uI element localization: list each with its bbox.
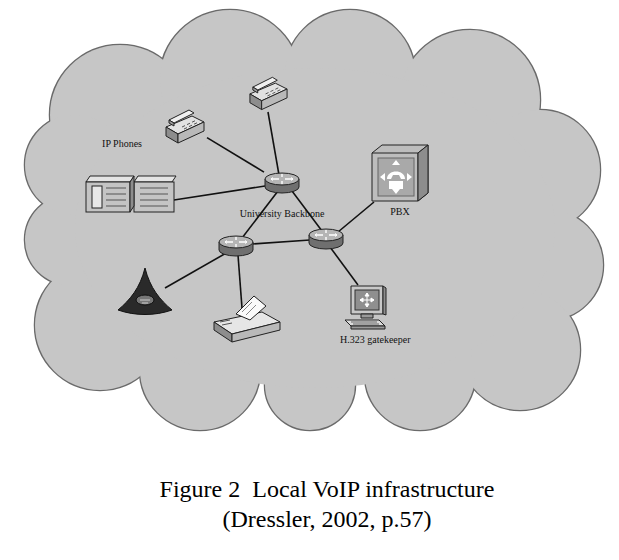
drawn-path <box>140 300 150 303</box>
drawn-path <box>220 320 232 325</box>
drawn-path <box>236 296 266 320</box>
router <box>309 229 343 249</box>
drawn-line <box>252 240 310 244</box>
drawn-path <box>345 320 385 326</box>
drawn-path <box>140 188 168 206</box>
drawn-rect <box>92 186 102 208</box>
drawn-path <box>351 286 383 314</box>
drawn-line <box>174 186 265 200</box>
ip-phone-double <box>86 176 176 212</box>
drawn-line <box>330 247 358 285</box>
drawn-path <box>387 172 405 180</box>
drawn-line <box>238 255 242 308</box>
drawn-rect <box>355 290 379 310</box>
device-label: PBX <box>390 206 409 218</box>
drawn-svg <box>343 284 387 331</box>
figure-caption: Figure 2 Local VoIP infrastructure (Dres… <box>127 474 527 534</box>
backbone-router: University Backbone <box>264 172 300 194</box>
drawn-line <box>268 112 279 175</box>
device-label: University Backbone <box>240 208 325 220</box>
drawn-path <box>118 268 172 315</box>
drawn-path <box>86 176 134 182</box>
ip-phone <box>250 77 287 109</box>
drawn-rect <box>134 182 174 212</box>
drawn-path <box>106 188 126 206</box>
drawn-path <box>351 326 385 329</box>
drawn-rect <box>86 182 130 212</box>
drawn-path <box>134 176 176 182</box>
drawn-ellipse <box>136 295 154 305</box>
router <box>219 236 253 256</box>
drawn-ellipse <box>75 68 555 388</box>
device-label: H.323 gatekeeper <box>340 334 411 346</box>
device-label: IP Phones <box>102 138 142 150</box>
fax-machine <box>214 296 280 342</box>
drawn-path <box>372 145 428 201</box>
drawn-line <box>338 202 374 232</box>
drawn-path <box>242 302 256 315</box>
drawn-path <box>232 322 280 342</box>
drawn-use <box>166 110 204 143</box>
drawn-svg <box>162 103 207 145</box>
drawn-path <box>383 286 386 315</box>
drawn-path <box>361 314 373 318</box>
drawn-svg <box>370 143 430 203</box>
drawn-path <box>360 293 374 307</box>
cloud-fill <box>25 10 603 430</box>
drawn-path <box>418 145 428 201</box>
network-link <box>207 138 264 172</box>
network-wires <box>165 112 374 308</box>
drawn-path <box>380 160 412 194</box>
conference-phone <box>118 268 172 315</box>
ip-phone: IP Phones <box>162 103 207 145</box>
drawn-use <box>265 173 299 193</box>
pbx-unit: PBX <box>370 143 430 203</box>
drawn-line <box>165 252 228 288</box>
drawn-path <box>351 322 379 324</box>
drawn-svg <box>264 172 300 194</box>
drawn-path <box>389 181 403 189</box>
cloud-outline <box>25 10 603 430</box>
drawn-path <box>372 145 428 201</box>
drawn-rect <box>378 158 414 196</box>
drawn-path <box>130 176 134 212</box>
gatekeeper-computer: H.323 gatekeeper <box>343 284 387 331</box>
